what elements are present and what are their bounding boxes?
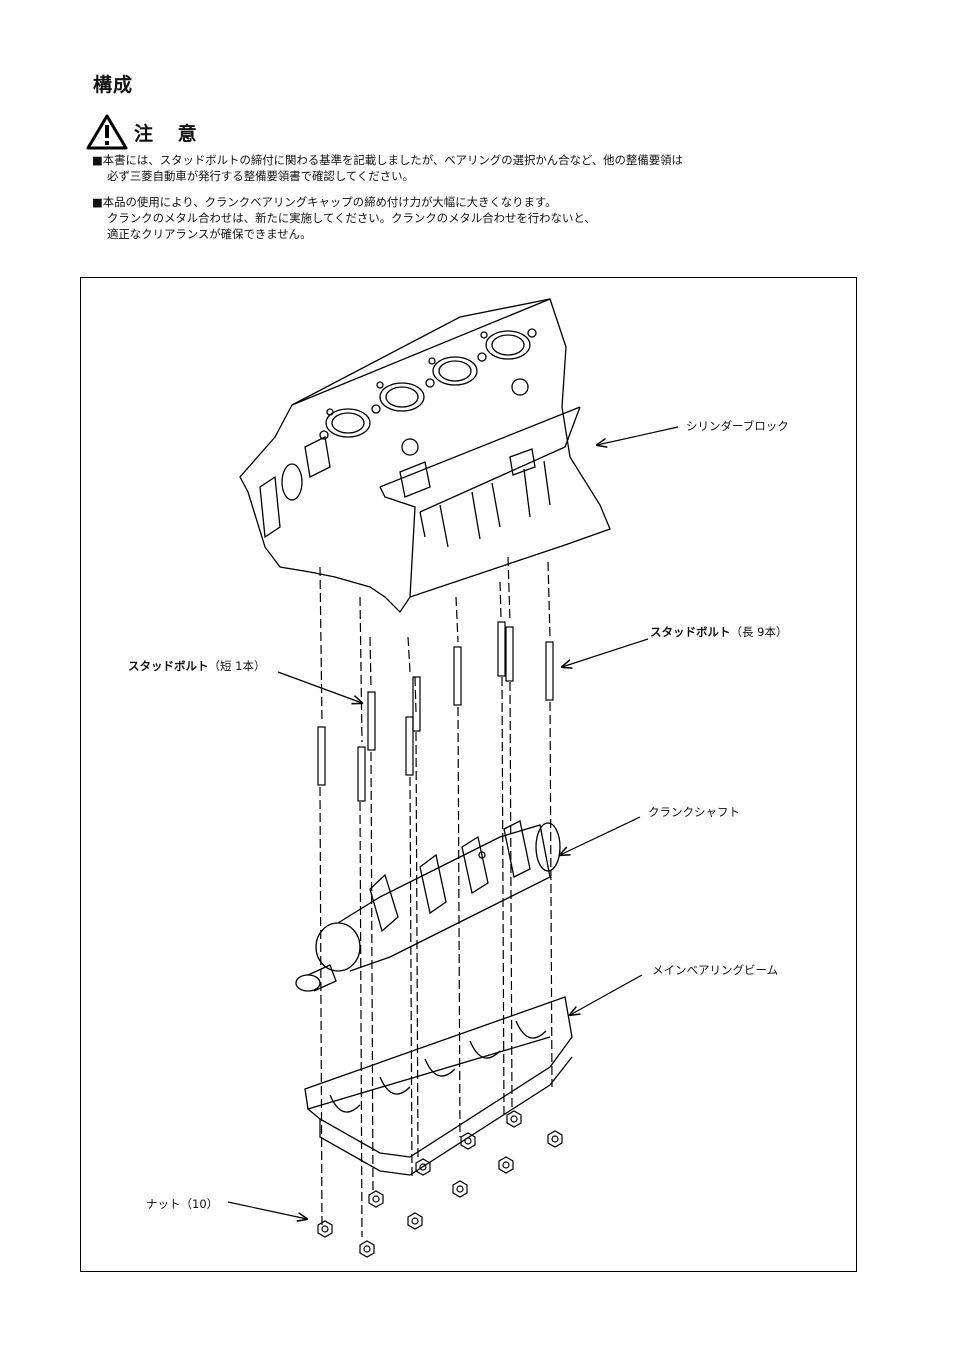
note-line: ■本品の使用により、クランクベアリングキャップの締め付け力が大幅に大きくなります… [92,195,557,209]
stud-short-name: スタッドボルト [128,659,209,673]
note-item: ■本書には、スタッドボルトの締付に関わる基準を記載しましたが、ベアリングの選択か… [92,152,852,184]
stud-long-name: スタッドボルト [650,625,731,639]
note-line: 適正なクリアランスが確保できません。 [107,227,312,241]
main-bearing-beam-drawing [304,996,573,1176]
diagram-frame [80,277,857,1272]
cylinder-block-drawing [239,298,611,614]
crankshaft-drawing [295,820,561,992]
label-nut: ナット（10） [146,1197,219,1211]
note-line: 必ず三菱自動車が発行する整備要領書で確認してください。 [107,169,414,183]
nuts-drawing [317,1110,563,1258]
stud-bolts-drawing [317,556,554,1238]
note-line: クランクのメタル合わせは、新たに実施してください。クランクのメタル合わせを行わな… [107,211,596,225]
label-main-bearing-beam: メインベアリングビーム [652,963,779,977]
leader-arrows [227,426,679,1219]
label-crankshaft: クランクシャフト [648,805,740,819]
label-stud-bolt-short: スタッドボルト（短 1本） [128,658,265,674]
note-item: ■本品の使用により、クランクベアリングキャップの締め付け力が大幅に大きくなります… [92,194,852,242]
label-cylinder-block: シリンダーブロック [686,419,789,433]
caution-header: 注 意 [86,114,206,150]
page-title: 構成 [93,74,134,96]
note-line: ■本書には、スタッドボルトの締付に関わる基準を記載しましたが、ベアリングの選択か… [92,153,683,167]
caution-label: 注 意 [134,122,206,145]
caution-notes: ■本書には、スタッドボルトの締付に関わる基準を記載しましたが、ベアリングの選択か… [92,152,852,252]
exploded-engine-diagram [227,298,679,1258]
stud-short-qty: （短 1本） [208,659,266,673]
label-stud-bolt-long: スタッドボルト（長 9本） [650,624,787,640]
stud-long-qty: （長 9本） [730,625,788,639]
warning-triangle-icon [86,114,128,150]
